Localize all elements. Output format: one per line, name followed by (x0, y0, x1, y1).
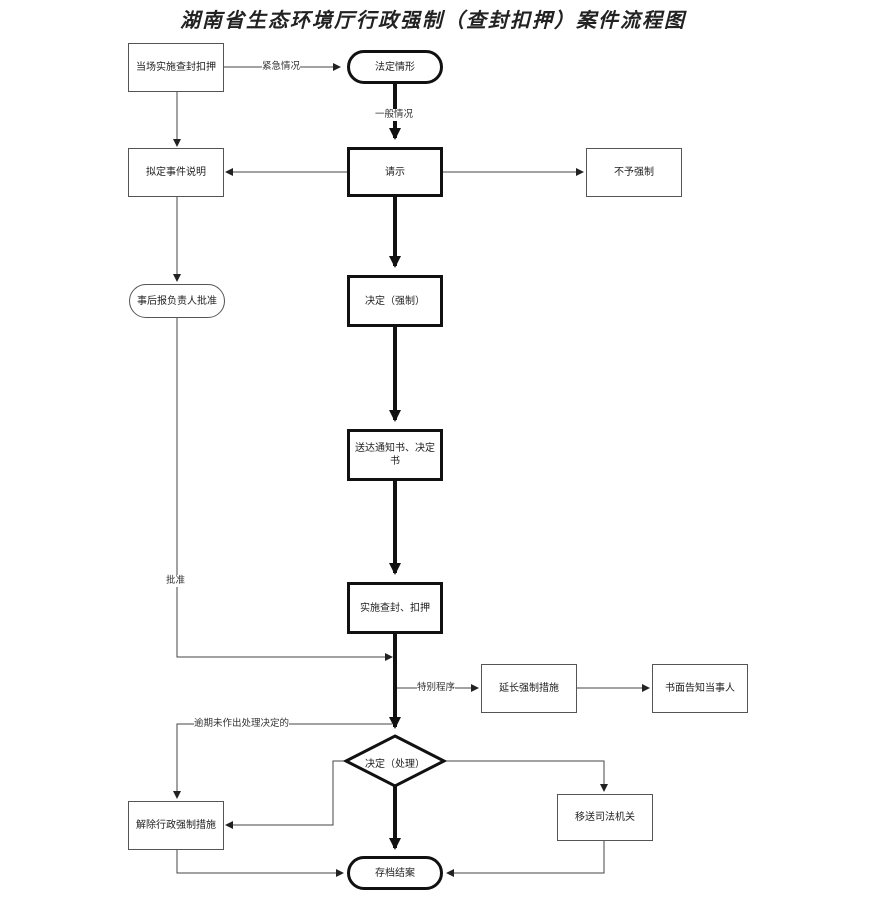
node-post-approval: 事后报负责人批准 (129, 284, 225, 318)
node-archive-close: 存档结案 (347, 856, 443, 890)
edge-transfer-to-archive (446, 841, 605, 877)
edge-lift-to-archive (176, 849, 344, 877)
label-approval: 批准 (166, 575, 186, 587)
node-legal-situation: 法定情形 (347, 50, 443, 84)
node-no-enforcement: 不予强制 (586, 148, 682, 197)
node-request: 请示 (347, 147, 443, 197)
node-deliver-notice: 送达通知书、决定书 (347, 429, 443, 481)
page-title: 湖南省生态环境厅行政强制（查封扣押）案件流程图 (180, 8, 686, 32)
node-transfer-judicial: 移送司法机关 (557, 794, 653, 841)
node-lift-measures: 解除行政强制措施 (128, 801, 224, 850)
label-general: 一般情况 (375, 109, 414, 121)
node-extend-measures: 延长强制措施 (481, 664, 577, 713)
node-decision-handle: 决定（处理） (365, 759, 425, 770)
label-overdue: 逾期未作出处理决定的 (194, 718, 290, 730)
edge-post-to-spine (176, 318, 393, 661)
node-written-notice: 书面告知当事人 (652, 664, 748, 713)
node-on-site-seal: 当场实施查封扣押 (128, 43, 224, 92)
node-execute-seal: 实施查封、扣押 (347, 582, 443, 634)
decision-handle-diamond (342, 734, 448, 788)
edge-overdue-to-lift (173, 723, 392, 799)
edge-handle-to-lift (225, 760, 346, 829)
edge-handle-to-transfer (444, 760, 608, 792)
node-draft-explanation: 拟定事件说明 (128, 148, 224, 197)
label-emergency: 紧急情况 (262, 61, 301, 73)
label-special-procedure: 特别程序 (417, 682, 456, 694)
node-decision-enforce: 决定（强制） (347, 275, 443, 327)
